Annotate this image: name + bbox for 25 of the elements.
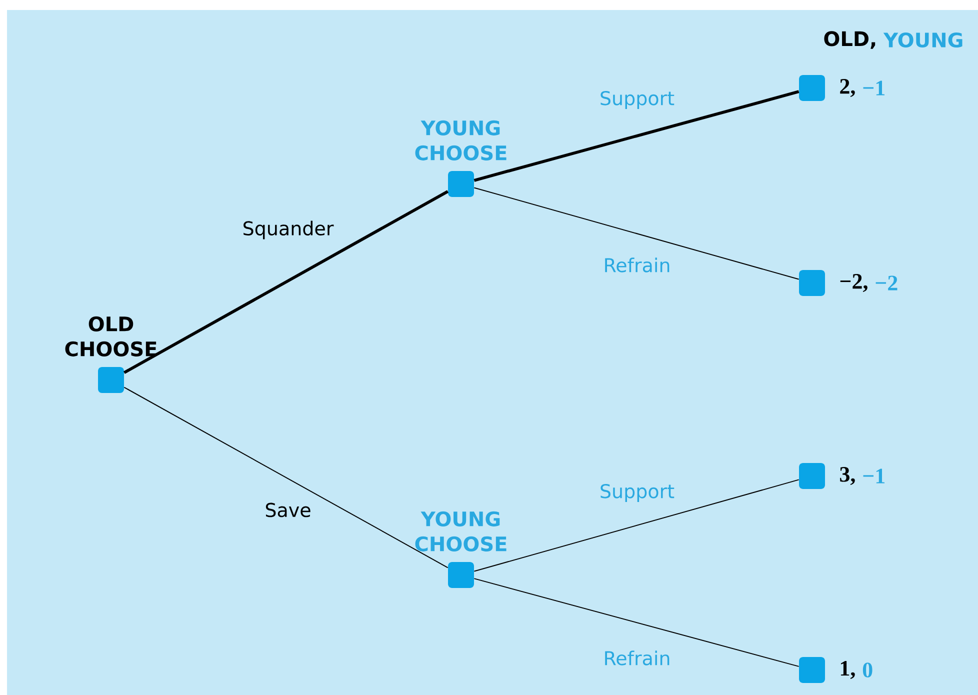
payoff-value: −1 [863, 468, 884, 484]
payoff-value: 1, [840, 661, 855, 679]
column-header: YOUNG [883, 32, 962, 48]
edge-label: Refrain [605, 258, 670, 272]
branch-line [474, 578, 800, 667]
edge-label: Refrain [605, 650, 670, 666]
payoff-value: 3, [840, 467, 855, 485]
payoff-value: −2, [840, 274, 868, 292]
branch-line [474, 187, 800, 280]
edge-label: Save [266, 502, 310, 518]
branch-line [123, 190, 449, 374]
column-header: OLD, [824, 31, 876, 49]
edge-label: Support [600, 90, 674, 110]
player-label: YOUNG CHOOSE [415, 511, 506, 552]
edge-label: Support [600, 484, 674, 502]
edge-label: Squander [244, 220, 334, 240]
player-label: YOUNG CHOOSE [415, 120, 506, 160]
player-label: OLD CHOOSE [65, 316, 156, 356]
branch-line [474, 90, 800, 182]
branch-line [474, 479, 800, 572]
payoff-value: −1 [863, 80, 884, 96]
payoff-value: 0 [862, 662, 872, 678]
payoff-value: 2, [840, 79, 855, 97]
branch-line [124, 386, 448, 568]
payoff-value: −2 [876, 276, 898, 290]
